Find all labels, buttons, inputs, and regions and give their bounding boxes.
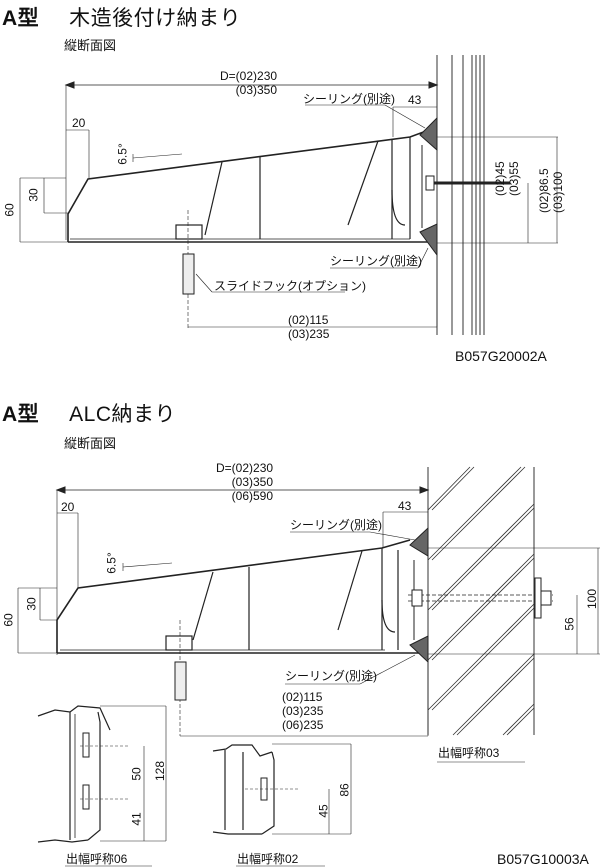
- section2-dim-30: 30: [24, 597, 39, 611]
- section2-dim-angle: 6.5°: [104, 552, 119, 574]
- section1-title: A型 木造後付け納まり: [2, 2, 241, 32]
- dim-D-02: D=(02)230: [216, 461, 274, 475]
- section2-type-label: A型: [2, 403, 40, 426]
- dim-bottom-06: (06)235: [282, 718, 324, 732]
- dim-bottom-03: (03)235: [282, 704, 324, 718]
- section2-dim-D: D=(02)230 (03)350 (06)590: [216, 461, 273, 503]
- section1-dim-20: 20: [72, 116, 86, 130]
- dim-D-03: (03)350: [235, 83, 278, 97]
- detail-06-drawing: [37, 705, 167, 867]
- detail06-label: 出幅呼称06: [66, 852, 128, 866]
- section2-dim-20: 20: [61, 500, 75, 514]
- section1-title-text: 木造後付け納まり: [69, 7, 242, 30]
- dim-D-06: (06)590: [231, 489, 274, 503]
- section2-sealing-top-label: シーリング(別途): [290, 518, 382, 532]
- detail02-label: 出幅呼称02: [237, 852, 299, 866]
- section1-drawing-code: B057G20002A: [455, 348, 547, 364]
- section2-caption: 縦断面図: [64, 436, 117, 451]
- dim-bottom-02: (02)115: [288, 313, 329, 327]
- section2-label-width03: 出幅呼称03: [438, 746, 500, 760]
- dim-bottom-03: (03)235: [288, 327, 330, 341]
- section1-caption: 縦断面図: [64, 38, 117, 53]
- section2-dim-43: 43: [398, 499, 412, 513]
- dim-D-03: (03)350: [231, 475, 274, 489]
- section2-title-text: ALC納まり: [69, 403, 177, 426]
- section1-sealing-top-label: シーリング(別途): [303, 92, 395, 106]
- detail06-dim-128: 128: [153, 760, 168, 782]
- section2-dim-100: 100: [585, 588, 600, 610]
- section2-title: A型 ALC納まり: [2, 398, 176, 428]
- detail06-dim-50: 50: [129, 767, 144, 781]
- section2-dim-bottom: (02)115 (03)235 (06)235: [282, 690, 323, 732]
- wood-wall: [436, 55, 485, 335]
- section2-sealing-bottom-label: シーリング(別途): [285, 669, 377, 683]
- dim-D-02: D=(02)230: [220, 69, 278, 83]
- section1-dim-D: D=(02)230 (03)350: [220, 69, 277, 97]
- section1-slide-hook-label: スライドフック(オプション): [214, 279, 366, 293]
- section1-dim-43: 43: [408, 93, 422, 107]
- detail-02-drawing: [212, 743, 352, 867]
- section2-dim-56: 56: [562, 617, 577, 631]
- detail02-dim-45: 45: [316, 804, 331, 818]
- section1-dim-bottom: (02)115 (03)235: [288, 313, 329, 341]
- section1-type-label: A型: [2, 7, 40, 30]
- section2-drawing-code: B057G10003A: [497, 851, 589, 867]
- detail06-dim-41: 41: [129, 812, 144, 826]
- detail02-dim-86: 86: [337, 783, 352, 797]
- section2-dim-60: 60: [1, 613, 16, 627]
- section1-sealing-bottom-label: シーリング(別途): [330, 254, 422, 268]
- dim-bottom-02: (02)115: [282, 690, 323, 704]
